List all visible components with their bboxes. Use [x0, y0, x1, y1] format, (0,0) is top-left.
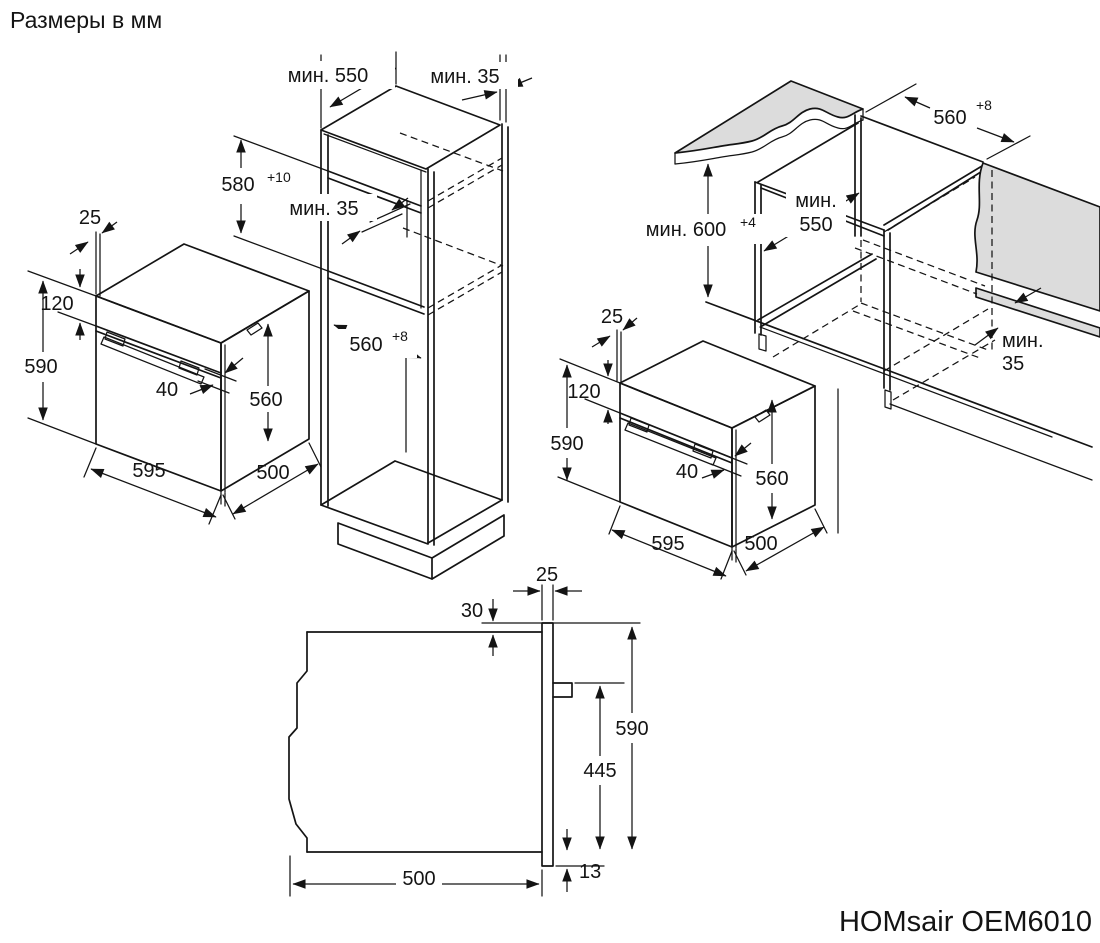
cabinet-plinth	[337, 522, 433, 580]
left-cabinet-front-edge	[754, 181, 762, 336]
dim-label-niche-width: 560	[349, 334, 382, 356]
dim-label-niche-height-tol: +10	[267, 169, 291, 185]
dim-label-panel-height: 120	[40, 293, 73, 315]
under-counter-view: 560 +8 мин. 600 +4 мин. 550 мин. 35	[626, 80, 1100, 481]
right-cabinet-front-edge	[883, 229, 891, 391]
side-body-back-contour	[288, 631, 308, 853]
dim-label-counter-niche-width: 560	[933, 107, 966, 129]
side-handle	[552, 682, 573, 698]
dim-label-depth: 500	[256, 462, 289, 484]
dim-label-cabinet-top-gap: мин. 35	[430, 66, 499, 88]
dim-label-body-height: 560	[249, 389, 282, 411]
dim-label-counter-depth-value: 550	[799, 214, 832, 236]
dim-label-counter-height-tol: +4	[740, 214, 756, 230]
oven-side-view: 25 30 590 445 13 500	[288, 564, 654, 897]
dim-label-depth: 500	[744, 533, 777, 555]
oven-grip-slot	[754, 409, 771, 423]
dim-label-cabinet-depth: мин. 550	[288, 65, 368, 87]
cabinet-front-right-edge	[427, 168, 435, 546]
floor-line	[705, 301, 1093, 448]
dim-label-counter-gap-word: мин.	[1002, 330, 1044, 352]
dim-label-width: 595	[132, 460, 165, 482]
side-body	[306, 631, 543, 853]
dim-label-counter-height: мин. 600	[646, 219, 726, 241]
oven-handle	[100, 336, 205, 385]
dim-label-niche-width-tol: +8	[392, 328, 408, 344]
oven-isometric-left: 25 120 590 40 560 595 500	[20, 207, 322, 525]
dim-label-counter-gap-value: 35	[1002, 353, 1024, 375]
dim-label-top-offset: 30	[461, 600, 483, 622]
dim-label-counter-depth-word: мин.	[795, 190, 837, 212]
dim-label-side-depth: 500	[402, 868, 435, 890]
dim-label-rear-clearance: 13	[579, 861, 601, 883]
oven-right-face	[731, 385, 816, 548]
dim-label-vent-gap: мин. 35	[289, 198, 358, 220]
oven-grip-slot	[246, 322, 263, 336]
dim-label-niche-height: 580	[221, 174, 254, 196]
model-name: HOMsair OEM6010	[839, 906, 1092, 938]
page-title: Размеры в мм	[10, 7, 162, 33]
dim-label-counter-niche-width-tol: +8	[976, 97, 992, 113]
dim-label-width: 595	[651, 533, 684, 555]
tall-cabinet-view: мин. 550 мин. 35 580 +10 мин. 35 560 +8	[208, 51, 533, 580]
dim-label-height: 590	[24, 356, 57, 378]
dim-label-handle: 40	[676, 461, 698, 483]
dim-label-height: 590	[550, 433, 583, 455]
dim-label-side-height: 590	[615, 718, 648, 740]
oven-right-face	[220, 290, 310, 492]
dim-label-door-offset: 25	[601, 306, 623, 328]
side-door	[541, 622, 554, 867]
countertop	[674, 80, 864, 154]
cabinet-front-left-edge	[320, 129, 329, 507]
dim-label-door-offset: 25	[79, 207, 101, 229]
dim-label-body-height: 560	[755, 468, 788, 490]
oven-top-face	[619, 340, 816, 429]
right-wall-panel	[974, 162, 1100, 312]
dim-label-door-thickness: 25	[536, 564, 558, 586]
dim-label-handle: 40	[156, 379, 178, 401]
oven-isometric-right: 25 120 590 40 560 595 500	[546, 306, 839, 580]
dim-label-panel-height: 120	[567, 381, 600, 403]
cabinet-back-right-edge	[501, 123, 509, 503]
dim-label-handle-to-base: 445	[583, 760, 616, 782]
cabinet-niche-floor	[327, 270, 425, 315]
oven-top-face	[95, 243, 310, 344]
oven-control-panel-seam	[95, 325, 222, 379]
